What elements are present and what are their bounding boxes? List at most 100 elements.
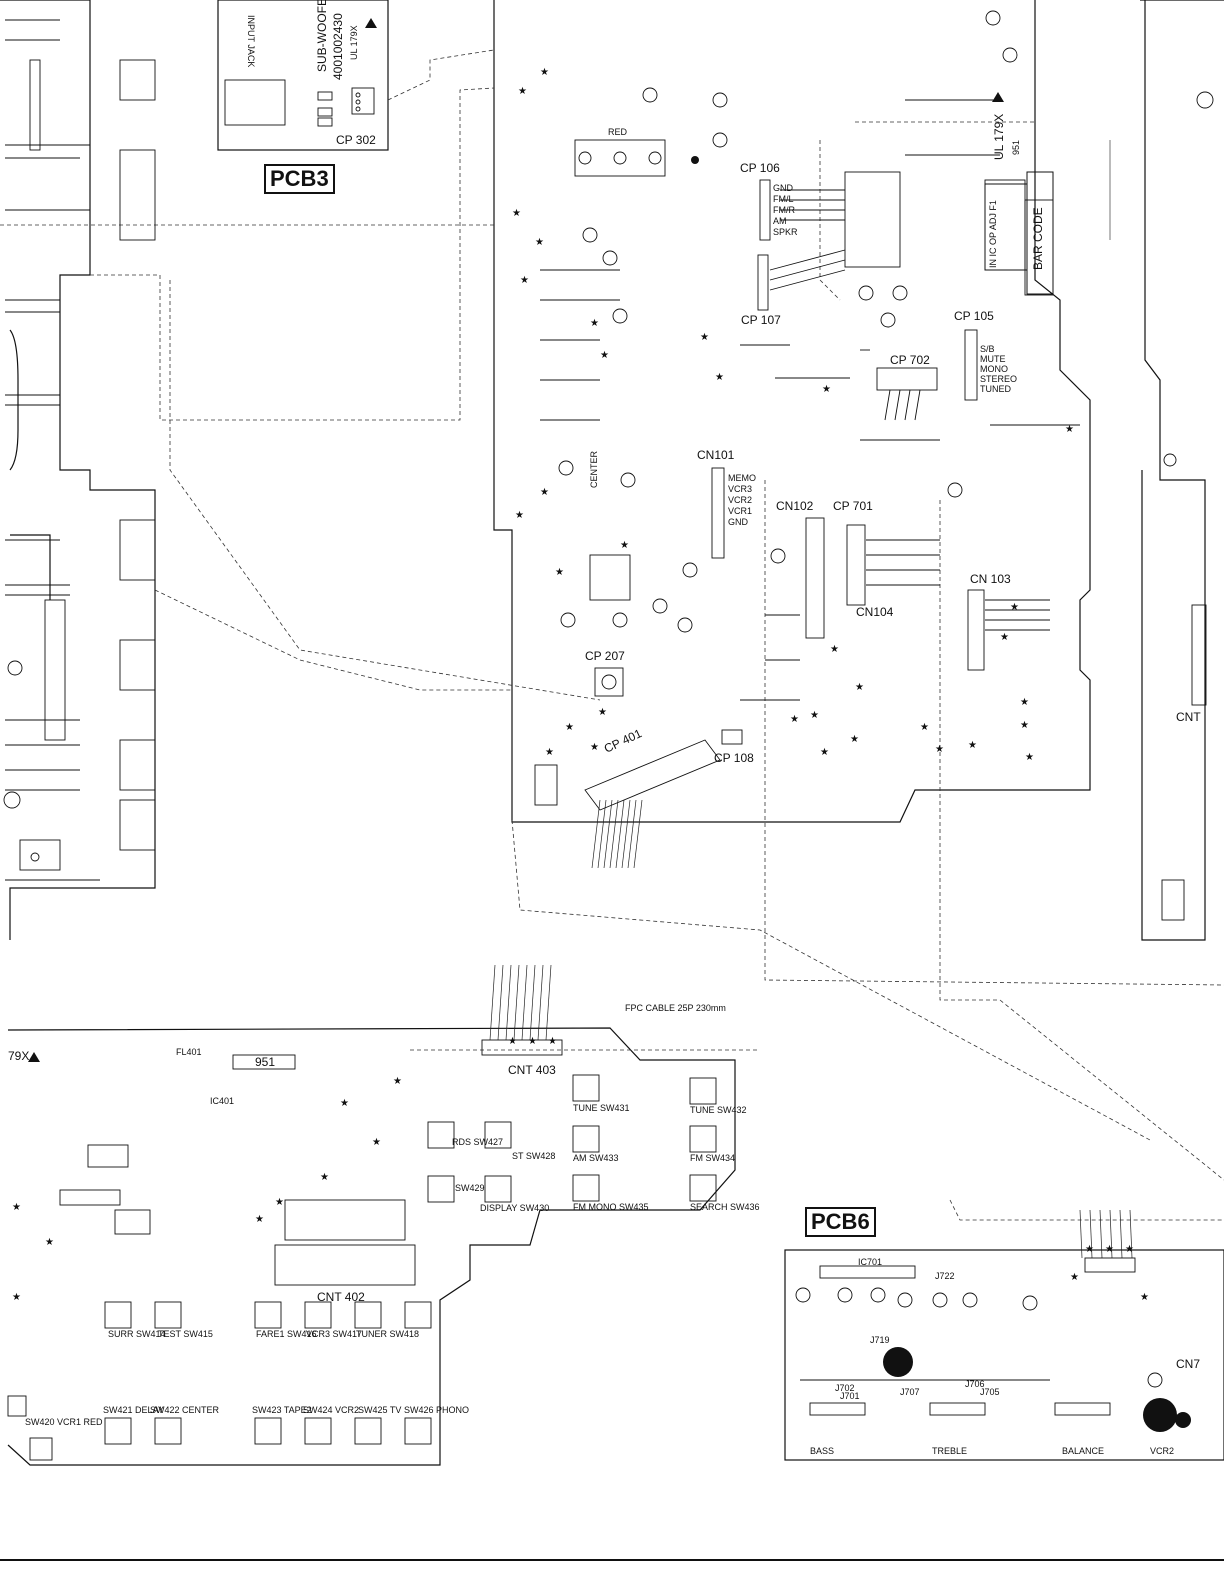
pcb6-j701-label: J701 <box>840 1391 860 1401</box>
switch-sw425-label: SW425 TV <box>358 1405 402 1415</box>
cp105-pin-mute: MUTE <box>980 354 1006 364</box>
pcb6-bass-label: BASS <box>810 1446 835 1456</box>
svg-text:★: ★ <box>548 1036 557 1047</box>
svg-text:★: ★ <box>700 332 709 343</box>
part-951-main-label: 951 <box>1011 139 1021 155</box>
svg-text:★: ★ <box>790 714 799 725</box>
connector-cn103-label: CN 103 <box>970 572 1011 586</box>
switch-sw414-label: SURR SW414 <box>108 1329 166 1339</box>
pcb6-j702-label: J702 <box>835 1383 855 1393</box>
connector-cn7-label: CN7 <box>1176 1357 1201 1371</box>
svg-text:★: ★ <box>850 734 859 745</box>
switch-sw420-label: SW420 VCR1 RED <box>25 1417 103 1427</box>
pcb6-vcr2-label: VCR2 <box>1150 1446 1175 1456</box>
cp106-pin-spkr: SPKR <box>773 227 798 237</box>
cp106-pin-fmr: FM/R <box>773 205 795 215</box>
ul-cert-label: UL 179X <box>349 25 359 60</box>
front-panel-board-outline <box>7 1027 736 1466</box>
switch-sw423-label: SW423 TAPE2 <box>252 1405 312 1415</box>
switch-sw416-label: FARE1 SW416 <box>256 1329 317 1339</box>
svg-text:★: ★ <box>275 1197 284 1208</box>
svg-text:★: ★ <box>1020 720 1029 731</box>
svg-text:★: ★ <box>935 744 944 755</box>
switch-sw415-label: TEST SW415 <box>158 1329 213 1339</box>
svg-text:★: ★ <box>565 722 574 733</box>
switch-sw418-label: TUNER SW418 <box>356 1329 420 1339</box>
connector-cp701-label: CP 701 <box>833 499 873 513</box>
svg-text:★: ★ <box>1070 1272 1079 1283</box>
connector-cp105-label: CP 105 <box>954 309 994 323</box>
connector-cp108-label: CP 108 <box>714 751 754 765</box>
svg-text:★: ★ <box>1010 602 1019 613</box>
ul-cert-main-label: UL 179X <box>992 113 1006 160</box>
switch-sw429-label: SW429 <box>455 1183 485 1193</box>
svg-text:★: ★ <box>820 747 829 758</box>
pcb6-j706-label: J706 <box>965 1379 985 1389</box>
cn101-pin-memo: MEMO <box>728 473 756 483</box>
cp106-pin-am: AM <box>773 216 787 226</box>
svg-text:★: ★ <box>12 1292 21 1303</box>
svg-text:★: ★ <box>1140 1292 1149 1303</box>
svg-text:★: ★ <box>590 742 599 753</box>
part-number-label: 4001002430 <box>331 13 345 80</box>
svg-text:★: ★ <box>1085 1244 1094 1255</box>
connector-cp207-label: CP 207 <box>585 649 625 663</box>
cp106-pin-gnd: GND <box>773 183 793 193</box>
inspection-box-label: IN IC OP ADJ F1 <box>988 200 998 268</box>
svg-text:★: ★ <box>393 1076 402 1087</box>
pcb6-balance-label: BALANCE <box>1062 1446 1105 1456</box>
subwoofer-label: SUB-WOOFER <box>315 0 329 72</box>
switch-sw433-label: AM SW433 <box>573 1153 619 1163</box>
svg-text:★: ★ <box>340 1098 349 1109</box>
pcb3-label: PCB3 <box>264 164 335 195</box>
svg-text:★: ★ <box>1000 632 1009 643</box>
ic701-label: IC701 <box>858 1257 883 1267</box>
svg-text:★: ★ <box>518 86 527 97</box>
svg-text:★: ★ <box>598 707 607 718</box>
connector-cp106-label: CP 106 <box>740 161 780 175</box>
svg-text:★: ★ <box>255 1214 264 1225</box>
pcb6-board <box>784 1249 1224 1461</box>
switch-sw427-label: RDS SW427 <box>452 1137 504 1147</box>
switch-sw430-label: DISPLAY SW430 <box>480 1203 550 1213</box>
cn101-pin-vcr1: VCR1 <box>728 506 753 516</box>
center-label: CENTER <box>589 450 599 488</box>
cn101-pin-vcr3: VCR3 <box>728 484 753 494</box>
main-board-outline <box>493 0 1091 823</box>
connector-cnt403-label: CNT 403 <box>508 1063 556 1077</box>
svg-text:★: ★ <box>555 567 564 578</box>
cp105-pin-mono: MONO <box>980 364 1008 374</box>
switch-sw422-label: SW422 CENTER <box>150 1405 220 1415</box>
svg-text:★: ★ <box>830 644 839 655</box>
svg-text:★: ★ <box>968 740 977 751</box>
svg-text:★: ★ <box>512 208 521 219</box>
input-jack-label: INPUT JACK <box>246 15 256 68</box>
pcb6-j705-label: J705 <box>980 1387 1000 1397</box>
switch-sw424-label: SW424 VCR2 <box>303 1405 360 1415</box>
svg-text:★: ★ <box>715 372 724 383</box>
svg-text:★: ★ <box>1105 1244 1114 1255</box>
svg-text:★: ★ <box>540 487 549 498</box>
switch-sw435-label: FM MONO SW435 <box>573 1202 649 1212</box>
svg-text:★: ★ <box>372 1137 381 1148</box>
svg-text:★: ★ <box>1025 752 1034 763</box>
part-951-label: 951 <box>255 1055 276 1069</box>
svg-text:★: ★ <box>1065 424 1074 435</box>
corner-mark-label: 79X <box>8 1049 30 1063</box>
right-board-outline <box>1140 0 1224 941</box>
svg-text:★: ★ <box>515 510 524 521</box>
connector-cnt-right-label: CNT <box>1176 710 1201 724</box>
svg-text:★: ★ <box>620 540 629 551</box>
connector-cnt402-label: CNT 402 <box>317 1290 365 1304</box>
cp105-pin-stereo: STEREO <box>980 374 1018 384</box>
svg-text:★: ★ <box>855 682 864 693</box>
cn101-pin-vcr2: VCR2 <box>728 495 753 505</box>
switch-sw432-label: TUNE SW432 <box>690 1105 747 1115</box>
svg-text:★: ★ <box>320 1172 329 1183</box>
pcb6-label: PCB6 <box>805 1207 876 1238</box>
svg-text:★: ★ <box>1125 1244 1134 1255</box>
svg-text:★: ★ <box>1020 697 1029 708</box>
switch-sw431-label: TUNE SW431 <box>573 1103 630 1113</box>
svg-text:★: ★ <box>528 1036 537 1047</box>
